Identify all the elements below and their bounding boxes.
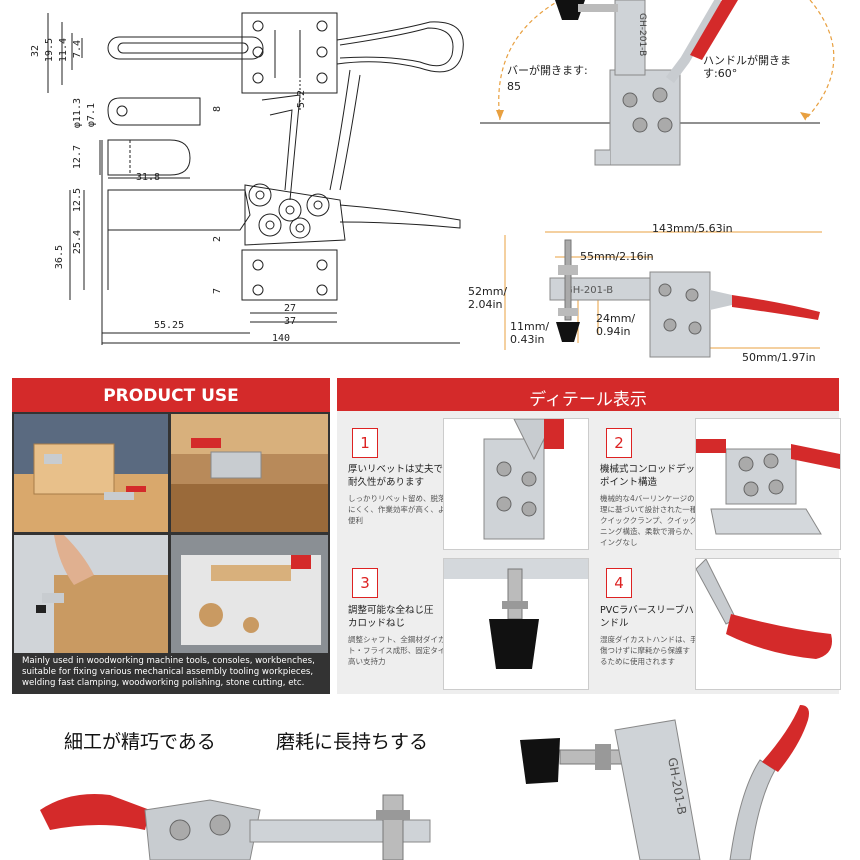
dim-11-4: 11.4: [58, 38, 69, 63]
use-photo-3: [14, 535, 168, 653]
dim-rubber: 11mm/ 0.43in: [510, 320, 550, 346]
technical-drawing: [47, 12, 464, 345]
dim-8: 8: [212, 106, 223, 113]
tagline-durable: 磨耗に長持ちする: [276, 731, 429, 753]
tagline-precision: 細工が精巧である: [64, 731, 216, 753]
dim-7-1: φ7.1: [86, 103, 97, 128]
bar-open-label: バーが開きます:: [507, 64, 588, 77]
detail-1-body: しっかりリベット留め、脱落し にくく、作業効率が高く、より 便利: [348, 494, 453, 525]
use-photo-2: [171, 414, 328, 532]
dim-handle: 50mm/1.97in: [742, 351, 816, 364]
use-photo-1: [14, 414, 168, 532]
svg-text:GH-201-B: GH-201-B: [565, 285, 613, 296]
dim-overall: 143mm/5.63in: [652, 222, 733, 235]
dim-height: 52mm/ 2.04in: [468, 285, 508, 311]
detail-2-heading: 機械式コンロッドデッド ポイント構造: [600, 464, 705, 488]
dim-19-5: 19.5: [44, 38, 55, 63]
bar-open-value: 85: [507, 80, 521, 93]
dim-11-3: φ11.3: [72, 98, 83, 129]
product-use-description: Mainly used in woodworking machine tools…: [22, 656, 315, 688]
dim-12-7: 12.7: [72, 145, 83, 170]
detail-2-number: 2: [606, 428, 632, 458]
dim-31-8: 31.8: [136, 172, 161, 183]
dim-spindle: 24mm/ 0.94in: [596, 312, 636, 338]
dim-55-25: 55.25: [154, 320, 185, 331]
detail-2-photo: [695, 418, 841, 550]
clamp-dimension-diagram: GH-201-B: [504, 231, 822, 358]
product-use-title: PRODUCT USE: [103, 386, 239, 406]
detail-3-photo: [443, 558, 589, 690]
product-use-title-bar: [12, 378, 330, 412]
detail-4-number: 4: [606, 568, 632, 598]
bottom-clamp-horizontal: [40, 794, 431, 860]
dim-25-4: 25.4: [72, 230, 83, 255]
dim-bar: 55mm/2.16in: [580, 250, 654, 263]
dim-140: 140: [272, 333, 291, 344]
detail-2-body: 機械的な4バーリンケージの原 理に基づいて設計された一種の クイッククランプ、ク…: [600, 494, 719, 547]
detail-3-heading: 調整可能な全ねじ圧 カロッドねじ: [348, 605, 434, 629]
use-photo-4: [171, 535, 328, 653]
dim-7: 7: [212, 288, 223, 295]
dim-36-5: 36.5: [54, 245, 65, 270]
detail-1-heading: 厚いリベットは丈夫で 耐久性があります: [348, 464, 444, 488]
details-title: ディテール表示: [529, 390, 647, 410]
dim-7-4: 7.4: [72, 40, 83, 59]
opening-angle-diagram: GH-201-B: [480, 0, 835, 166]
svg-text:GH-201-B: GH-201-B: [637, 13, 647, 56]
detail-3-body: 調整シャフト、全鋼材ダイカス ト・フライス成形、固定タイプ、 高い支持力: [348, 635, 461, 666]
detail-1-number: 1: [352, 428, 378, 458]
dim-32: 32: [30, 45, 41, 58]
detail-4-heading: PVCラバースリーブハ ンドル: [600, 605, 694, 629]
handle-open-label: ハンドルが開きま す:60°: [703, 54, 791, 80]
dim-2: 2: [212, 236, 223, 243]
detail-3-number: 3: [352, 568, 378, 598]
detail-4-photo: [695, 558, 841, 690]
dim-27: 27: [284, 303, 297, 314]
details-title-bar: [337, 378, 839, 411]
dim-37: 37: [284, 316, 297, 327]
bottom-clamp-vertical: GH-201-B: [520, 705, 809, 860]
dim-5-2: 5.2: [296, 90, 307, 109]
dim-12-5: 12.5: [72, 188, 83, 213]
detail-4-body: 湿度ダイカストハンドは、手を 傷つけずに摩耗から保護す るために使用されます: [600, 635, 705, 666]
detail-1-photo: [443, 418, 589, 550]
